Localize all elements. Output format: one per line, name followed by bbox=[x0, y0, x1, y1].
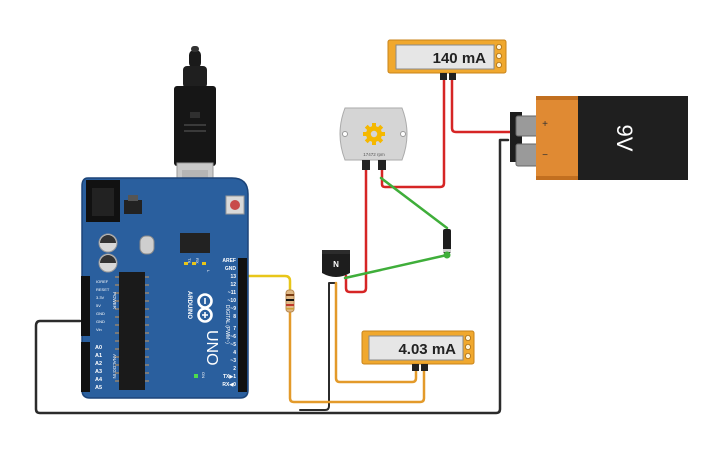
motor-rpm: 17472 rpm bbox=[363, 152, 385, 157]
digital-header[interactable] bbox=[238, 258, 247, 392]
pin-label: A0 bbox=[95, 345, 102, 351]
pin-label: A4 bbox=[95, 377, 103, 383]
arduino-labels: ARDUINO UNO L TX RX ON POWER ANALOG IN D… bbox=[112, 258, 230, 379]
wires bbox=[34, 77, 512, 415]
pin-label: ~9 bbox=[230, 306, 236, 312]
analog-header[interactable] bbox=[81, 342, 90, 392]
pin-label: 4 bbox=[233, 350, 236, 356]
arduino-board[interactable] bbox=[81, 177, 249, 399]
pin-label: 5V bbox=[96, 303, 101, 308]
wire-orange-base[interactable] bbox=[334, 281, 418, 384]
pin-label: RESET bbox=[96, 287, 110, 292]
pin-label: ~3 bbox=[230, 358, 236, 364]
wire-green-diode-collector[interactable] bbox=[343, 253, 449, 280]
led-rx bbox=[192, 262, 196, 265]
label-on: ON bbox=[201, 372, 206, 378]
atmega-chip bbox=[119, 272, 145, 390]
wire-black-ground[interactable] bbox=[34, 138, 510, 415]
led-on bbox=[194, 374, 198, 378]
pin-label: AREF bbox=[222, 258, 236, 264]
pin-label: Vin bbox=[96, 327, 102, 332]
ammeter-top[interactable]: 140 mA bbox=[387, 39, 507, 80]
pin-label: IOREF bbox=[96, 279, 109, 284]
pin-label: 12 bbox=[230, 282, 236, 288]
led-l bbox=[202, 262, 206, 265]
power-pin-labels: IOREF RESET 3.3V 5V GND GND Vin bbox=[96, 279, 110, 332]
analog-title: ANALOG IN bbox=[112, 354, 117, 379]
digital-pin-labels: AREF GND 13 12 ~11 ~10 ~9 8 7 ~6 ~5 4 ~3… bbox=[222, 258, 236, 388]
battery-label: 9V bbox=[612, 125, 637, 152]
diode[interactable] bbox=[443, 229, 451, 259]
pin-label: ~10 bbox=[228, 298, 237, 304]
wire-red-motor-collector[interactable] bbox=[344, 168, 368, 294]
arduino-logo bbox=[197, 293, 213, 323]
label-tx: TX bbox=[187, 258, 192, 263]
resistor[interactable] bbox=[285, 289, 295, 313]
wire-orange-resistor[interactable] bbox=[288, 310, 426, 404]
ammeter-bottom[interactable]: 4.03 mA bbox=[361, 330, 475, 371]
pin-label: 2 bbox=[233, 366, 236, 372]
transistor[interactable]: N bbox=[322, 250, 350, 277]
battery-minus-sign: − bbox=[542, 150, 548, 161]
pin-label: ~5 bbox=[230, 342, 236, 348]
pin-label: 3.3V bbox=[96, 295, 105, 300]
digital-title: DIGITAL (PWM~) bbox=[224, 305, 230, 344]
wire-black-emitter[interactable] bbox=[299, 282, 336, 411]
motor-gear-icon bbox=[363, 123, 385, 145]
arduino-model: UNO bbox=[203, 330, 220, 366]
wire-green-motor-diode[interactable] bbox=[379, 176, 449, 230]
battery-terminal-minus[interactable] bbox=[515, 143, 539, 167]
pin-label: 13 bbox=[230, 274, 236, 280]
label-rx: RX bbox=[195, 258, 200, 264]
pin-label: 8 bbox=[233, 314, 236, 320]
ammeter-bottom-reading: 4.03 mA bbox=[398, 341, 456, 358]
pin-label: ~11 bbox=[228, 290, 236, 296]
battery-terminal-plus[interactable] bbox=[515, 115, 539, 137]
battery-plus-sign: + bbox=[542, 119, 548, 130]
pin-label: A2 bbox=[95, 361, 102, 367]
analog-pin-labels: A0 A1 A2 A3 A4 A5 bbox=[95, 345, 103, 391]
power-title: POWER bbox=[112, 292, 117, 310]
dc-motor[interactable]: 17472 rpm bbox=[339, 107, 408, 170]
label-l: L bbox=[206, 270, 211, 273]
led-tx bbox=[184, 262, 188, 265]
ammeter-top-reading: 140 mA bbox=[433, 50, 487, 67]
wire-red-motor-meter[interactable] bbox=[380, 77, 446, 189]
pin-label: GND bbox=[225, 266, 237, 272]
pin-label: A3 bbox=[95, 369, 102, 375]
pin-label: ~6 bbox=[230, 334, 236, 340]
wire-yellow-pin13[interactable] bbox=[238, 274, 292, 292]
pin-label: TX▶1 bbox=[223, 374, 236, 380]
transistor-label: N bbox=[333, 260, 339, 269]
battery-9v[interactable]: + − 9V bbox=[510, 96, 688, 180]
pin-label: GND bbox=[96, 319, 105, 324]
crystal bbox=[139, 235, 155, 255]
pin-label: A5 bbox=[95, 385, 102, 391]
pin-label: RX◀0 bbox=[222, 382, 236, 388]
power-header[interactable] bbox=[81, 276, 90, 336]
pin-label: A1 bbox=[95, 353, 102, 359]
wire-red-meter-battery[interactable] bbox=[450, 77, 512, 134]
pin-label: GND bbox=[96, 311, 105, 316]
pin-label: 7 bbox=[233, 326, 236, 332]
arduino-brand: ARDUINO bbox=[186, 291, 192, 319]
